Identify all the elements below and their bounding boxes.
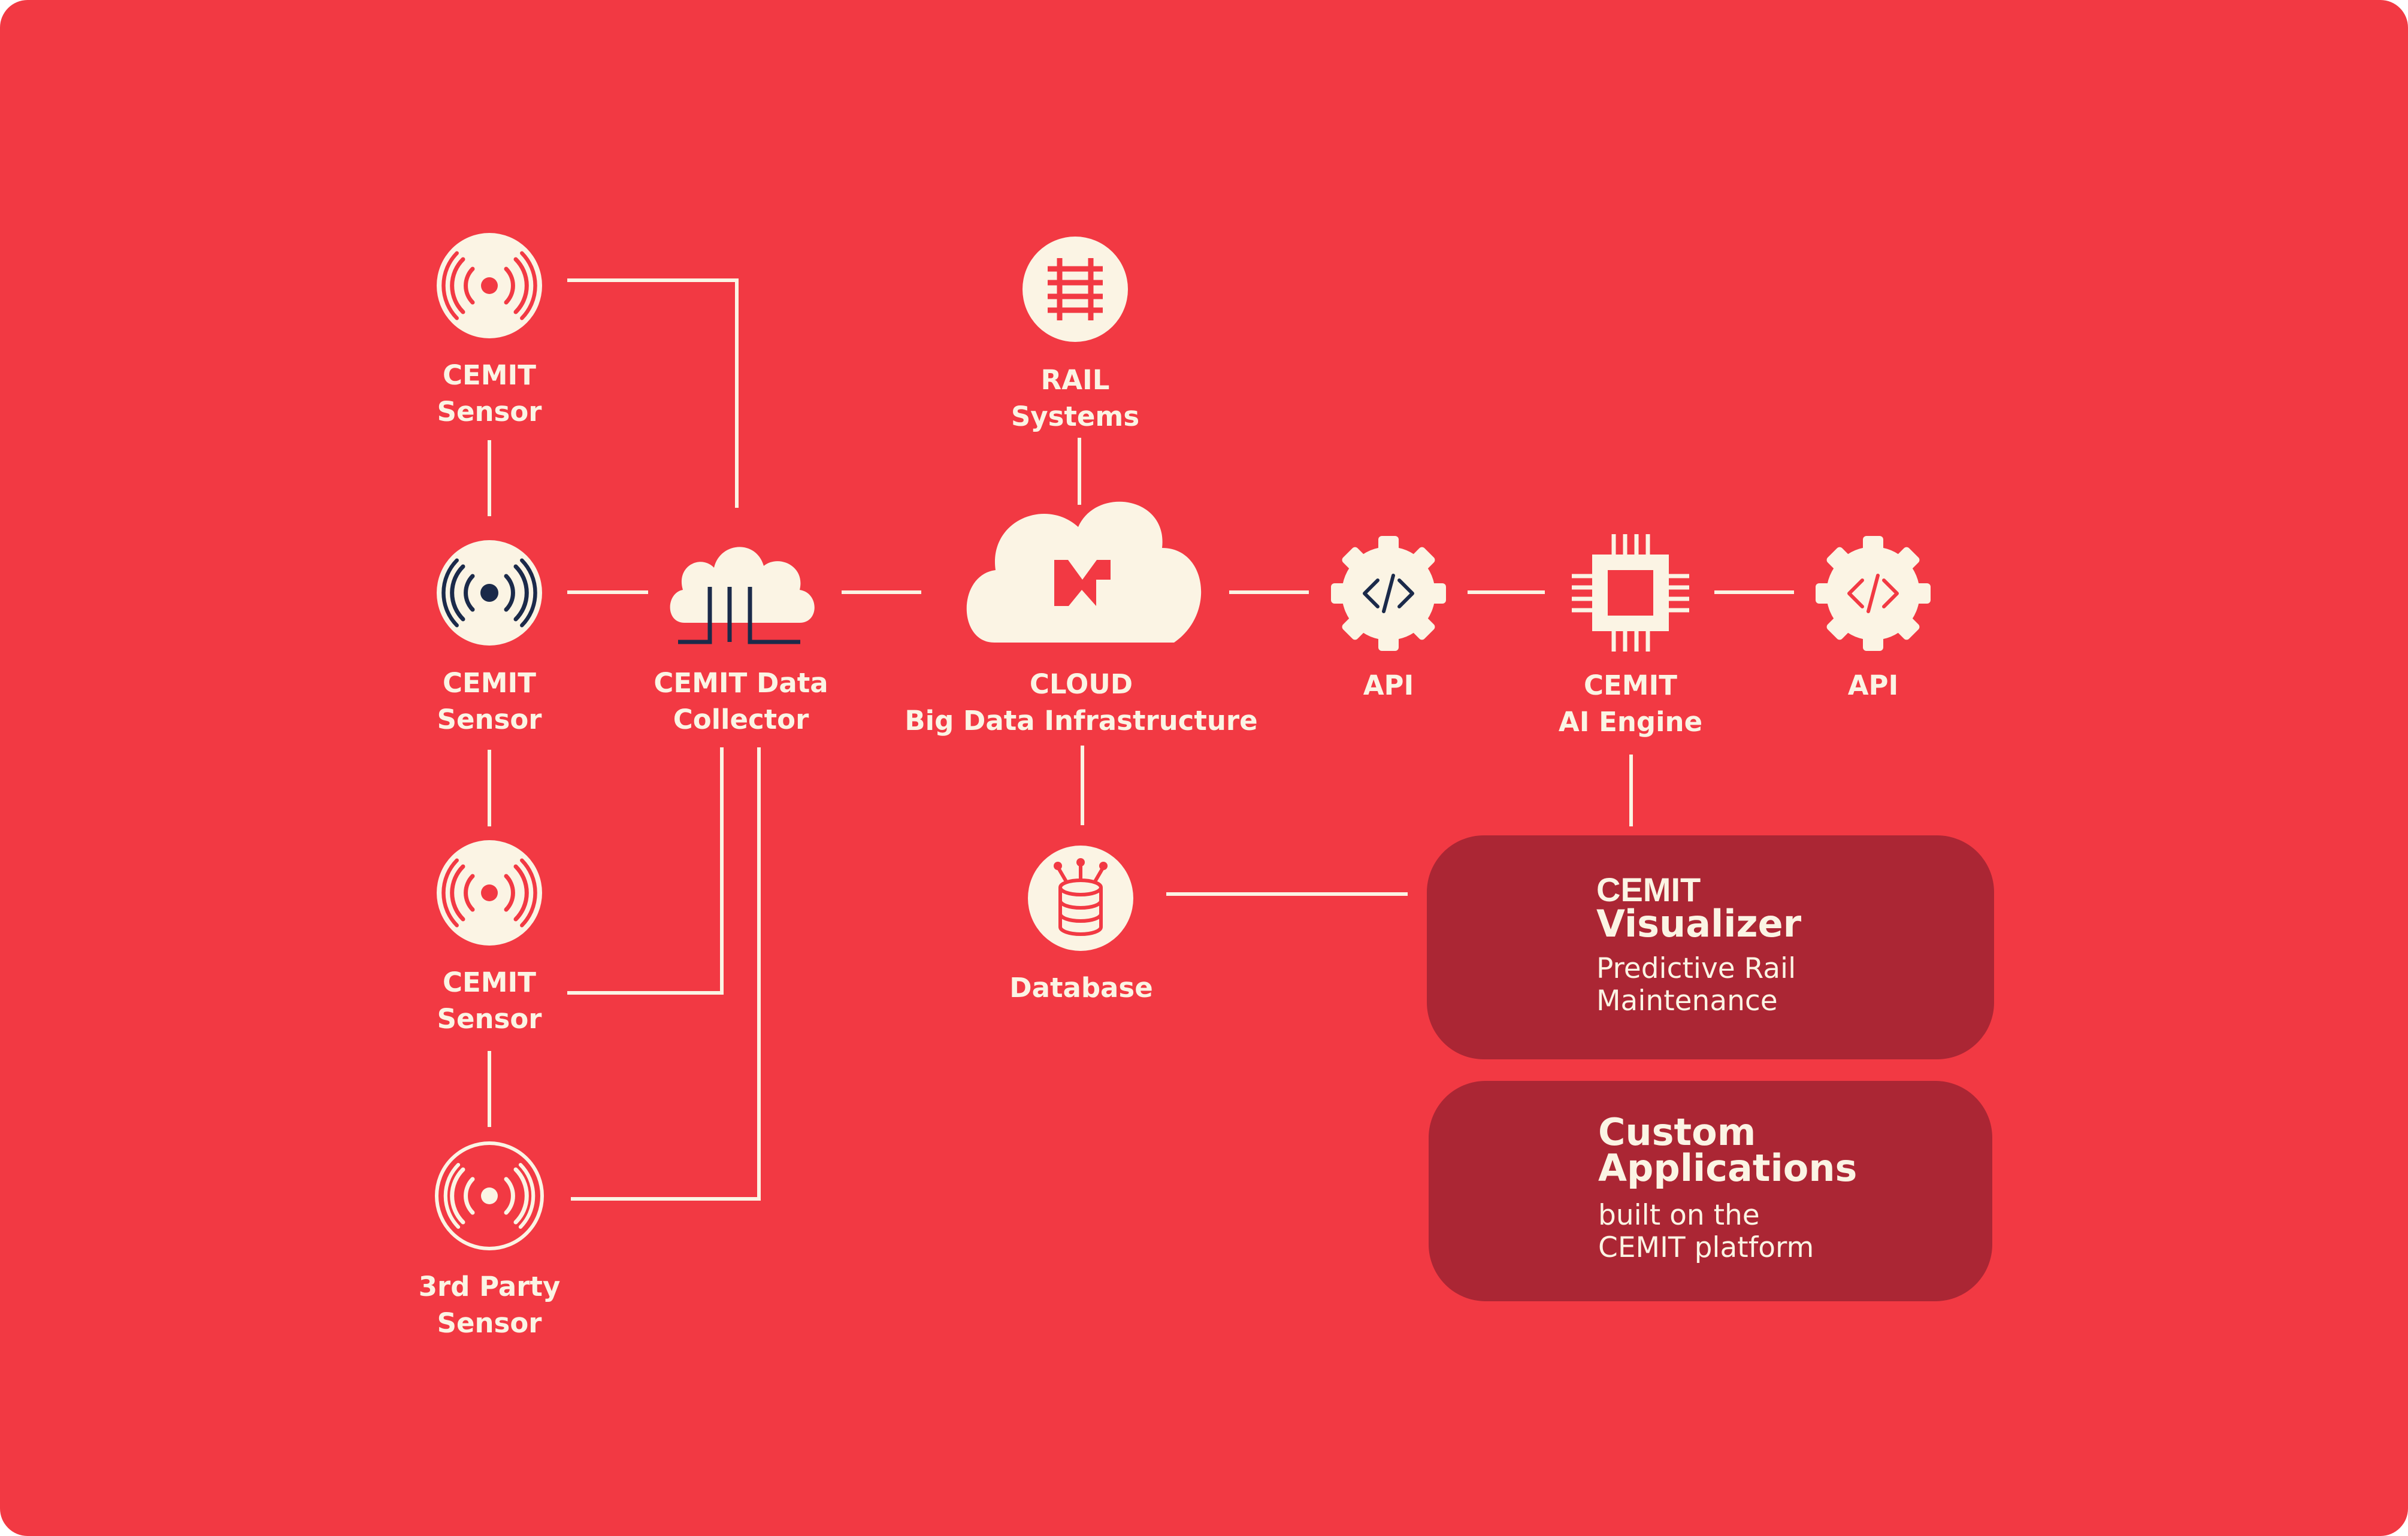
cloud-icon (966, 501, 1202, 643)
custom-subtitle-line1: built on the (1598, 1199, 1760, 1232)
connector-sensor3-collector (567, 747, 724, 995)
cpu-chip-icon (1572, 534, 1689, 652)
api-gear-icon-1 (1331, 536, 1446, 651)
cemit-brand-logo: CEMIT (1596, 874, 1701, 904)
database-label: Database (1009, 972, 1153, 1004)
custom-applications-card[interactable]: Custom Applications built on the CEMIT p… (1429, 1081, 1992, 1301)
custom-title-line2: Applications (1598, 1146, 1858, 1190)
api-gear-icon-2 (1816, 536, 1931, 651)
rail-track-icon (1023, 237, 1128, 342)
sensor-icon-1 (437, 233, 542, 338)
cemit-chevron-logo (1054, 560, 1111, 606)
visualizer-title: Visualizer (1596, 902, 1802, 946)
connector-sensor4-collector (571, 747, 761, 1201)
api1-label: API (1363, 669, 1414, 701)
connector-sensor1-collector (567, 278, 739, 508)
custom-title-line1: Custom (1598, 1110, 1756, 1154)
sensor-icon-3 (437, 840, 542, 946)
visualizer-subtitle-line1: Predictive Rail (1596, 952, 1796, 985)
svg-text:CEMIT: CEMIT (1596, 874, 1701, 904)
api2-label: API (1847, 669, 1899, 701)
sensor-icon-4 (435, 1141, 544, 1250)
custom-subtitle-line2: CEMIT platform (1598, 1231, 1814, 1264)
visualizer-card[interactable]: CEMIT Visualizer Predictive Rail Mainten… (1427, 835, 1994, 1059)
visualizer-subtitle-line2: Maintenance (1596, 984, 1778, 1017)
sensor-icon-2 (437, 540, 542, 646)
database-icon (1028, 846, 1133, 951)
collector-cloud-icon (670, 547, 815, 644)
